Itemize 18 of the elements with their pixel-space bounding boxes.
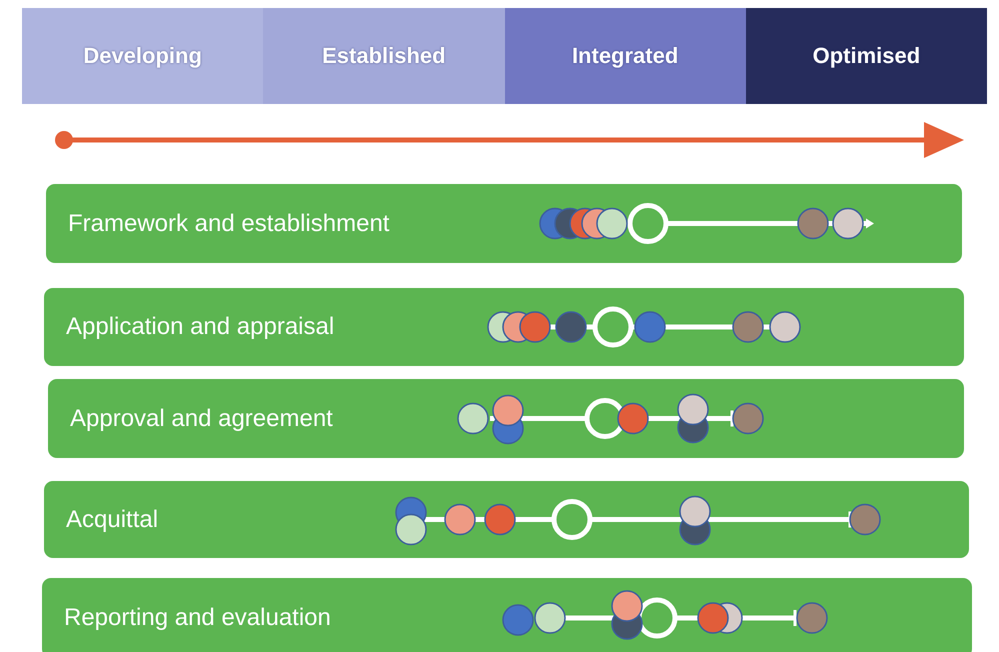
stage-label: Developing bbox=[83, 43, 202, 69]
category-label: Reporting and evaluation bbox=[64, 604, 331, 632]
stage-label: Integrated bbox=[572, 43, 678, 69]
category-bar bbox=[44, 288, 964, 366]
category-bar bbox=[46, 184, 962, 263]
stage-label: Established bbox=[322, 43, 446, 69]
stage-band bbox=[22, 8, 264, 104]
stage-band bbox=[504, 8, 746, 104]
category-bar bbox=[48, 379, 964, 458]
category-label: Approval and agreement bbox=[70, 404, 333, 432]
stage-band bbox=[263, 8, 504, 104]
category-label: Framework and establishment bbox=[68, 210, 390, 238]
category-bar bbox=[44, 481, 969, 558]
category-label: Application and appraisal bbox=[66, 313, 334, 341]
category-bar bbox=[42, 578, 972, 652]
stage-label: Optimised bbox=[812, 43, 920, 69]
category-label: Acquittal bbox=[66, 506, 158, 534]
stage-band bbox=[746, 8, 987, 104]
